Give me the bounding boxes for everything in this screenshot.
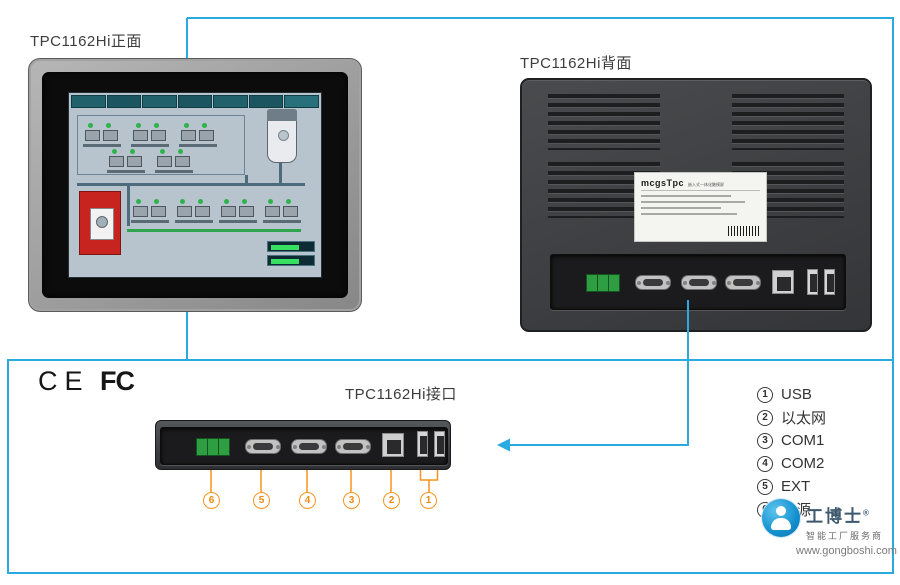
usb-port-2 — [434, 431, 445, 457]
callout-com1: 3 — [343, 492, 360, 509]
port-legend: 1 USB 2 以太网 3 COM1 4 COM2 5 EXT 6 电源 — [757, 383, 826, 521]
callout-usb: 1 — [420, 492, 437, 509]
ce-mark: CE — [38, 366, 90, 396]
front-view-title: TPC1162Hi正面 — [30, 33, 142, 50]
barcode — [728, 226, 760, 236]
legend-num: 5 — [757, 478, 773, 495]
legend-label: 以太网 — [781, 410, 827, 427]
power-terminal-port — [586, 274, 620, 292]
interface-view-title: TPC1162Hi接口 — [345, 386, 457, 403]
vent-grille — [548, 94, 660, 150]
interface-connector-recess — [160, 427, 448, 465]
pipe — [279, 163, 282, 184]
machine-cluster — [219, 197, 257, 223]
usb-port-1 — [807, 269, 818, 295]
machine-cluster — [131, 197, 169, 223]
front-panel-device — [28, 58, 362, 312]
legend-num: 4 — [757, 455, 773, 472]
brand-caption: 嵌入式一体化触摸屏 — [688, 182, 725, 187]
machine-cluster — [263, 197, 301, 223]
ethernet-port — [772, 270, 794, 294]
usb-port-1 — [417, 431, 428, 457]
serial-port-com1 — [725, 275, 761, 290]
usb-port-2 — [824, 269, 835, 295]
gongboshi-logo-icon — [762, 499, 800, 537]
alarm-pump-graphic — [79, 191, 121, 255]
callout-ethernet: 2 — [383, 492, 400, 509]
machine-cluster — [131, 121, 169, 147]
back-connector-recess — [550, 254, 846, 310]
watermark-subtitle: 智能工厂服务商 — [806, 531, 884, 541]
legend-item-com2: 4 COM2 — [757, 452, 826, 475]
machine-cluster — [155, 147, 193, 173]
machine-cluster — [83, 121, 121, 147]
watermark: 工博士® 智能工厂服务商 www.gongboshi.com — [762, 499, 900, 557]
fcc-mark: FC — [100, 366, 135, 396]
front-panel-bezel — [42, 72, 348, 298]
vent-grille — [732, 94, 844, 150]
value-readout — [267, 255, 315, 266]
callout-ext: 5 — [253, 492, 270, 509]
pipe-green — [127, 229, 301, 232]
legend-item-com1: 3 COM1 — [757, 429, 826, 452]
serial-port-com1 — [335, 439, 371, 454]
hmi-toolbar — [71, 95, 320, 108]
value-readout — [267, 241, 315, 252]
product-label: mcgsTpc 嵌入式一体化触摸屏 — [634, 172, 767, 242]
hmi-screen-graphic — [68, 92, 322, 278]
brand-logo: mcgsTpc — [641, 178, 685, 188]
tank-graphic — [267, 109, 297, 163]
watermark-url: www.gongboshi.com — [796, 545, 897, 557]
watermark-title: 工博士® — [806, 507, 871, 526]
power-terminal-port — [196, 438, 230, 456]
ethernet-port — [382, 433, 404, 457]
hmi-process-block — [77, 115, 245, 175]
serial-port-com2 — [681, 275, 717, 290]
legend-num: 1 — [757, 386, 773, 403]
interface-strip-device — [155, 420, 451, 470]
legend-label: COM2 — [781, 455, 825, 472]
legend-label: USB — [781, 386, 812, 403]
callout-com2: 4 — [299, 492, 316, 509]
back-view-title: TPC1162Hi背面 — [520, 55, 632, 72]
legend-label: EXT — [781, 478, 811, 495]
callout-power: 6 — [203, 492, 220, 509]
legend-item-usb: 1 USB — [757, 383, 826, 406]
legend-num: 2 — [757, 409, 773, 426]
legend-item-ethernet: 2 以太网 — [757, 406, 826, 429]
arrowhead-left — [497, 438, 510, 452]
legend-item-ext: 5 EXT — [757, 475, 826, 498]
machine-cluster — [107, 147, 145, 173]
machine-cluster — [179, 121, 217, 147]
back-panel-device: mcgsTpc 嵌入式一体化触摸屏 — [520, 78, 872, 332]
serial-port-com2 — [291, 439, 327, 454]
serial-port-ext — [635, 275, 671, 290]
machine-cluster — [175, 197, 213, 223]
pipe — [245, 175, 248, 186]
pipe — [77, 183, 305, 186]
pipe — [127, 186, 130, 226]
legend-label: COM1 — [781, 432, 825, 449]
serial-port-ext — [245, 439, 281, 454]
legend-num: 3 — [757, 432, 773, 449]
